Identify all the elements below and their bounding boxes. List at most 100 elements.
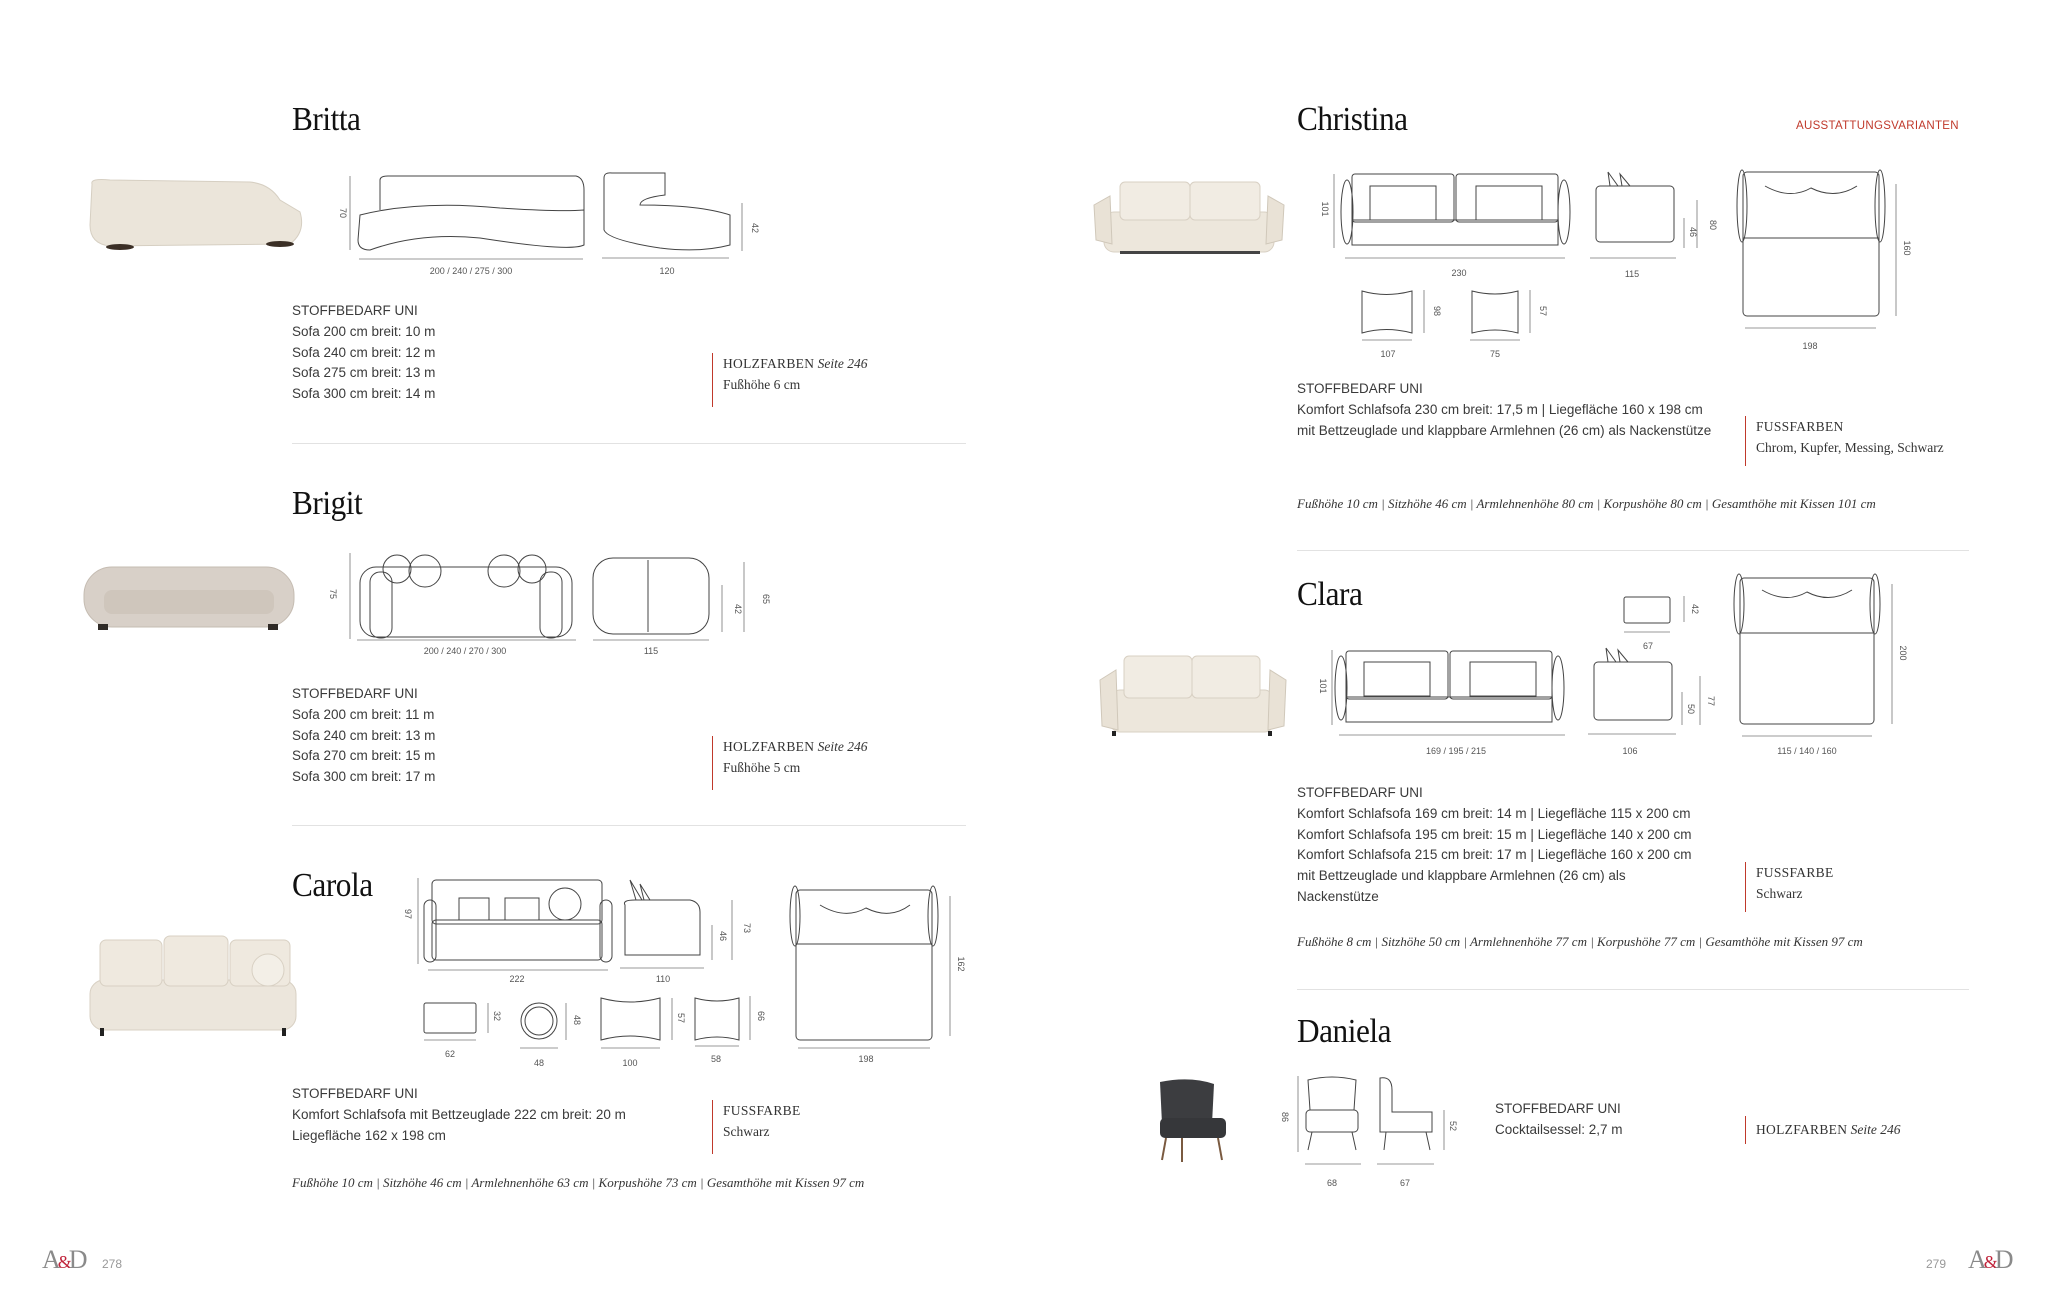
equipment-variants-link[interactable]: AUSSTATTUNGSVARIANTEN: [1796, 120, 1959, 132]
fabric-line: Liegefläche 162 x 198 cm: [292, 1127, 446, 1143]
page-number-right: 279: [1926, 1257, 1947, 1271]
clara-measurements: Fußhöhe 8 cm | Sitzhöhe 50 cm | Armlehne…: [1297, 934, 1863, 949]
daniela-title: Daniela: [1297, 1013, 1392, 1050]
fabric-line: Komfort Schlafsofa 230 cm breit: 17,5 m …: [1297, 401, 1703, 417]
page-reference[interactable]: Seite 246: [817, 356, 868, 371]
fabric-line: mit Bettzeuglade und klappbare Armlehnen…: [1297, 422, 1712, 438]
fabric-line: Komfort Schlafsofa 215 cm breit: 17 m | …: [1297, 847, 1692, 863]
christina-dim-width: 230: [1451, 268, 1466, 278]
fabric-line: Sofa 270 cm breit: 15 m: [292, 748, 436, 764]
brigit-photo: [83, 566, 295, 630]
clara-pillow-drawing: [1623, 596, 1685, 633]
carola-pillow4-w: 58: [711, 1054, 721, 1064]
clara-pillow-w: 67: [1643, 641, 1653, 651]
carola-dim-seat: 46: [718, 931, 728, 941]
clara-foot-color: FUSSFARBE Schwarz: [1745, 862, 1833, 912]
side-text: Fußhöhe 5 cm: [723, 760, 801, 775]
daniela-dim-seat: 52: [1448, 1121, 1458, 1131]
christina-dim-seat: 46: [1688, 227, 1698, 237]
christina-title: Christina: [1297, 101, 1408, 138]
brigit-dim-depth: 115: [644, 646, 658, 656]
page-number-left: 278: [102, 1257, 123, 1271]
christina-pillow1-w: 107: [1380, 349, 1395, 359]
daniela-wood-colors: HOLZFARBEN Seite 246: [1745, 1116, 1901, 1144]
clara-side-drawing: [1588, 647, 1701, 735]
side-text: Fußhöhe 6 cm: [723, 377, 801, 392]
fabric-heading: STOFFBEDARF UNI: [292, 303, 418, 318]
fabric-heading: STOFFBEDARF UNI: [292, 686, 418, 701]
britta-dim-seat: 42: [750, 223, 760, 233]
daniela-dim-depth: 67: [1400, 1178, 1410, 1188]
christina-bed-drawing: [1736, 169, 1897, 329]
fabric-line: Nackenstütze: [1297, 888, 1379, 904]
christina-front-drawing: [1333, 173, 1571, 259]
side-text: Chrom, Kupfer, Messing, Schwarz: [1756, 440, 1944, 455]
brigit-dim-height: 75: [328, 589, 338, 599]
britta-fabric-requirements: STOFFBEDARF UNI Sofa 200 cm breit: 10 m …: [292, 301, 435, 405]
britta-dim-width: 200 / 240 / 275 / 300: [430, 266, 513, 276]
brand-logo-right: A&D: [1968, 1245, 2014, 1274]
daniela-drawings: [1297, 1076, 1445, 1165]
christina-foot-colors: FUSSFARBEN Chrom, Kupfer, Messing, Schwa…: [1745, 416, 1944, 466]
britta-wood-colors: HOLZFARBEN Seite 246 Fußhöhe 6 cm: [712, 353, 868, 407]
carola-dim-width: 222: [509, 974, 524, 984]
side-heading: FUSSFARBE: [723, 1103, 801, 1118]
britta-dim-height: 70: [338, 208, 348, 218]
clara-bed-width: 115 / 140 / 160: [1777, 746, 1836, 756]
fabric-line: Komfort Schlafsofa 195 cm breit: 15 m | …: [1297, 826, 1692, 842]
daniela-dim-width: 68: [1327, 1178, 1337, 1188]
carola-dim-depth: 110: [656, 974, 670, 984]
daniela-photo: [1160, 1079, 1226, 1162]
brigit-fabric-requirements: STOFFBEDARF UNI Sofa 200 cm breit: 11 m …: [292, 684, 435, 788]
christina-pillow1-h: 98: [1432, 306, 1442, 316]
side-text: Schwarz: [1756, 886, 1803, 901]
carola-measurements: Fußhöhe 10 cm | Sitzhöhe 46 cm | Armlehn…: [292, 1175, 865, 1190]
britta-front-drawing: [349, 175, 585, 260]
clara-fabric-requirements: STOFFBEDARF UNI Komfort Schlafsofa 169 c…: [1297, 783, 1691, 908]
brigit-front-drawing: [349, 553, 576, 641]
side-text: Schwarz: [723, 1124, 770, 1139]
fabric-line: Sofa 300 cm breit: 17 m: [292, 769, 436, 785]
carola-fabric-requirements: STOFFBEDARF UNI Komfort Schlafsofa mit B…: [292, 1084, 626, 1146]
side-heading: HOLZFARBEN: [723, 739, 815, 754]
christina-bed-length: 198: [1802, 341, 1817, 351]
fabric-line: Sofa 300 cm breit: 14 m: [292, 386, 436, 402]
clara-photo: [1099, 655, 1287, 736]
carola-pillow2-w: 48: [534, 1058, 544, 1068]
section-divider: [292, 825, 966, 826]
carola-bed-width: 162: [956, 956, 966, 971]
fabric-line: Sofa 240 cm breit: 13 m: [292, 727, 436, 743]
carola-foot-color: FUSSFARBE Schwarz: [712, 1100, 800, 1154]
clara-dim-body: 77: [1706, 696, 1716, 706]
brigit-dim-width: 200 / 240 / 270 / 300: [424, 646, 507, 656]
clara-front-drawing: [1331, 650, 1565, 736]
clara-dim-height: 101: [1318, 678, 1328, 693]
carola-dim-body: 73: [742, 923, 752, 933]
carola-bed-length: 198: [858, 1054, 873, 1064]
fabric-line: Sofa 240 cm breit: 12 m: [292, 344, 436, 360]
fabric-heading: STOFFBEDARF UNI: [1297, 381, 1423, 396]
side-heading: HOLZFARBEN: [1756, 1122, 1848, 1137]
christina-pillows-drawing: [1361, 290, 1531, 341]
brigit-dim-arm: 65: [761, 594, 771, 604]
britta-photo: [89, 179, 303, 250]
clara-dim-depth: 106: [1622, 746, 1637, 756]
fabric-line: Komfort Schlafsofa mit Bettzeuglade 222 …: [292, 1106, 626, 1122]
carola-pillow4-h: 66: [756, 1011, 766, 1021]
fabric-line: Sofa 200 cm breit: 10 m: [292, 323, 436, 339]
christina-pillow2-w: 75: [1490, 349, 1500, 359]
page-reference[interactable]: Seite 246: [1850, 1122, 1901, 1137]
fabric-line: Cocktailsessel: 2,7 m: [1495, 1121, 1623, 1137]
brigit-dim-seat: 42: [733, 604, 743, 614]
carola-pillow3-w: 100: [622, 1058, 637, 1068]
daniela-dim-height: 86: [1280, 1112, 1290, 1122]
britta-dim-depth: 120: [659, 266, 674, 276]
fabric-heading: STOFFBEDARF UNI: [1297, 785, 1423, 800]
carola-front-drawing: [417, 878, 613, 971]
daniela-fabric-requirements: STOFFBEDARF UNI Cocktailsessel: 2,7 m: [1495, 1099, 1623, 1141]
page-reference[interactable]: Seite 246: [817, 739, 868, 754]
britta-title: Britta: [292, 101, 361, 138]
carola-photo: [89, 935, 297, 1036]
carola-pillow3-h: 57: [676, 1013, 686, 1023]
